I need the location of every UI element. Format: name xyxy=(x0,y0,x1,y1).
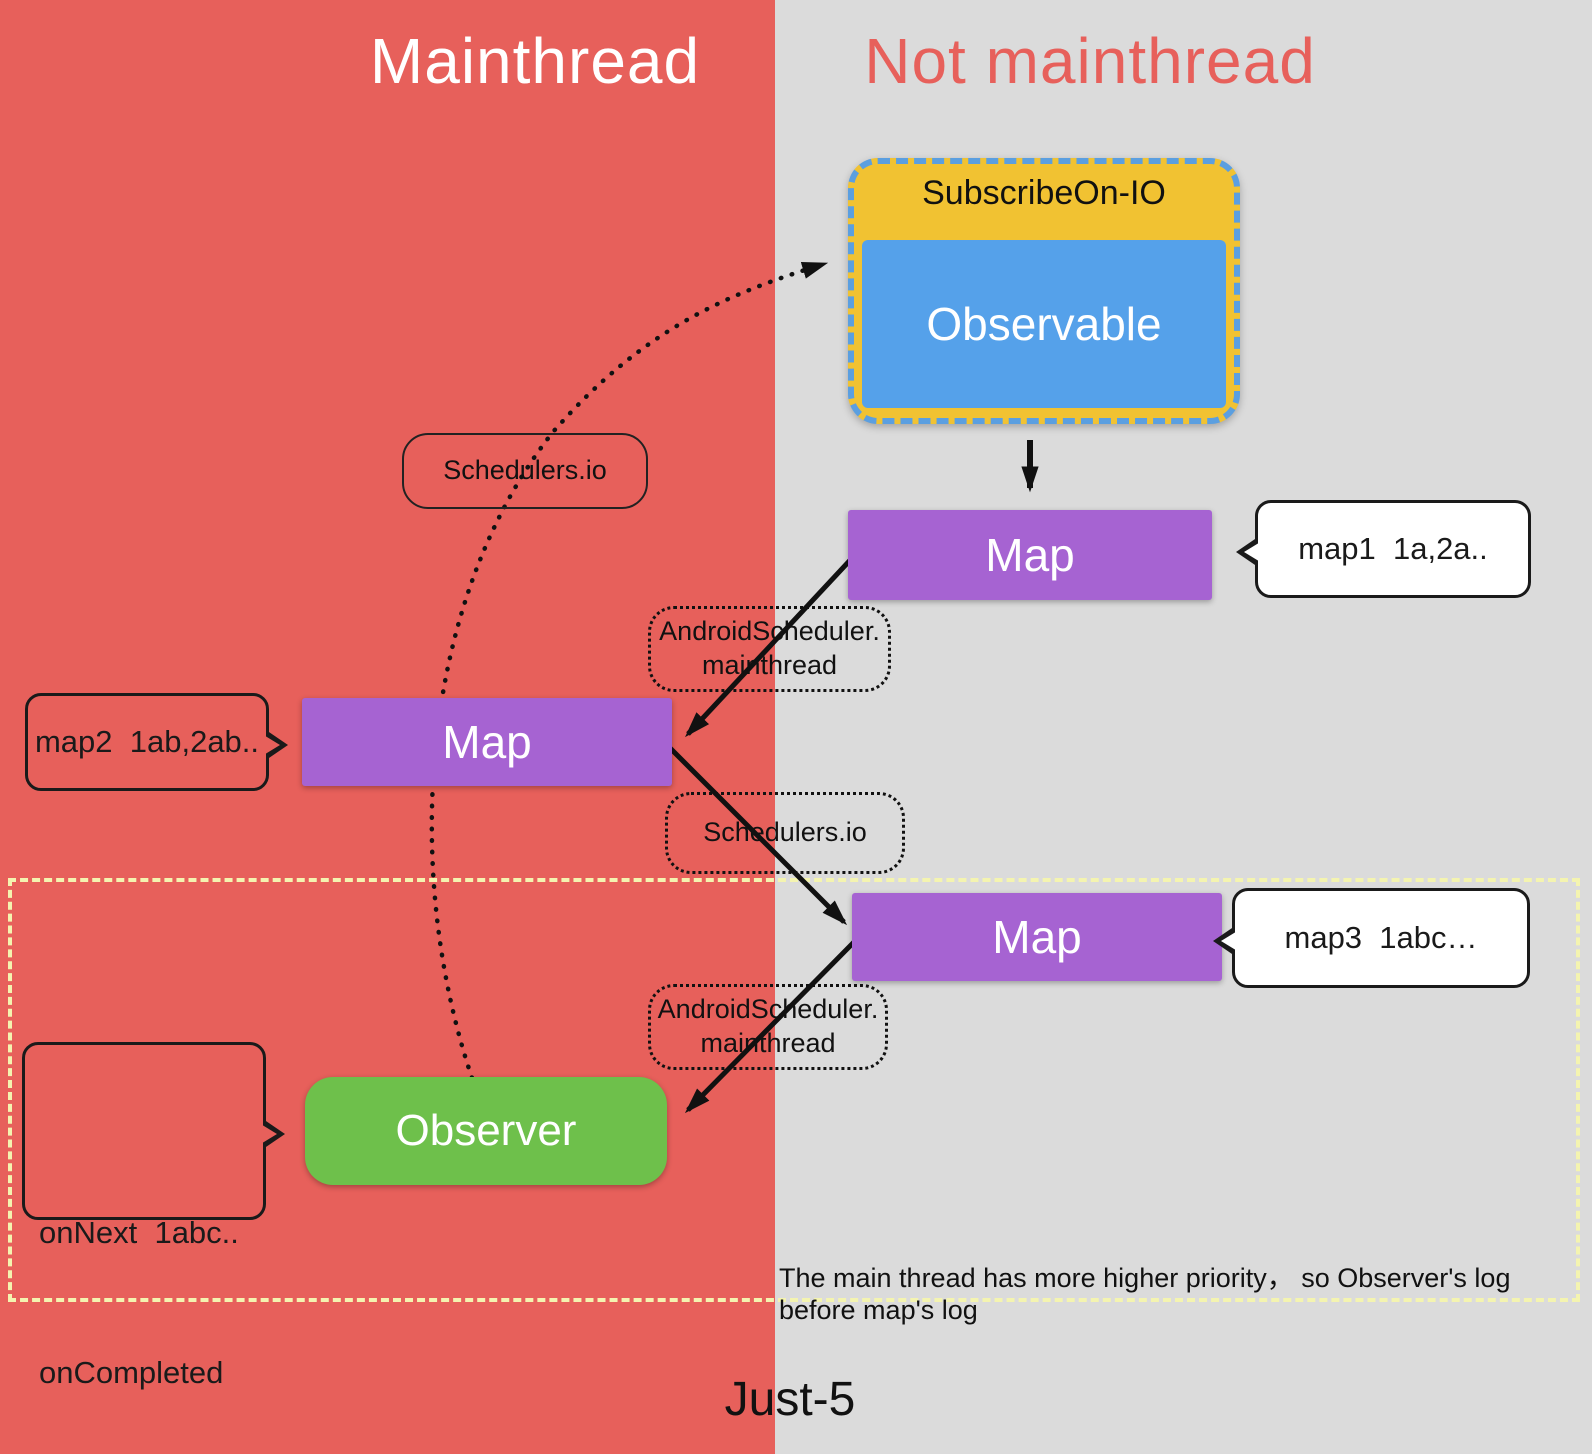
observer-callout: onNext 1abc.. onCompleted xyxy=(22,1042,285,1390)
androidscheduler-mid-line2: mainthread xyxy=(701,650,838,680)
not-mainthread-title: Not mainthread xyxy=(864,25,1316,97)
priority-highlight-frame xyxy=(8,878,1580,1302)
diagram-caption: Just-5 xyxy=(724,1373,856,1426)
map3-callout: map3 1abc… xyxy=(1213,888,1530,988)
map2-to-map3-arrow xyxy=(668,746,848,926)
map2-callout-text: map2 1ab,2ab.. xyxy=(34,724,260,759)
map2-node: Map xyxy=(302,698,672,786)
map1-callout: map1 1a,2a.. xyxy=(1236,500,1531,598)
androidscheduler-mid-label: AndroidScheduler. mainthread xyxy=(648,606,891,692)
observable-node: Observable xyxy=(862,240,1226,408)
map2-callout: map2 1ab,2ab.. xyxy=(25,693,288,791)
observer-callout-onnext: onNext 1abc.. xyxy=(39,1215,239,1250)
map1-callout-text: map1 1a,2a.. xyxy=(1298,531,1488,566)
map1-node: Map xyxy=(848,510,1212,600)
map3-callout-text: map3 1abc… xyxy=(1284,920,1478,955)
schedulers-io-mid-text: Schedulers.io xyxy=(703,817,867,848)
observer-callout-oncompleted: onCompleted xyxy=(39,1355,224,1390)
subscribeon-curve-arrow xyxy=(429,261,829,1081)
schedulers-io-top-text: Schedulers.io xyxy=(443,455,607,486)
map3-node: Map xyxy=(852,893,1222,981)
schedulers-io-top-label: Schedulers.io xyxy=(402,433,648,509)
subscribeon-io-group: SubscribeOn-IO Observable xyxy=(848,158,1240,424)
map3-to-observer-arrow xyxy=(684,938,858,1114)
priority-note: The main thread has more higher priority… xyxy=(779,1263,1511,1325)
subscribeon-io-label: SubscribeOn-IO xyxy=(922,174,1166,212)
schedulers-io-mid-label: Schedulers.io xyxy=(665,792,905,874)
map1-to-map2-arrow xyxy=(685,554,856,738)
androidscheduler-bottom-line2: mainthread xyxy=(700,1028,836,1058)
mainthread-title: Mainthread xyxy=(369,25,701,97)
androidscheduler-mid-line1: AndroidScheduler. xyxy=(659,616,880,647)
observer-node: Observer xyxy=(305,1077,667,1185)
androidscheduler-bottom-line1: AndroidScheduler. xyxy=(657,994,879,1025)
androidscheduler-bottom-label: AndroidScheduler. mainthread xyxy=(648,984,888,1070)
